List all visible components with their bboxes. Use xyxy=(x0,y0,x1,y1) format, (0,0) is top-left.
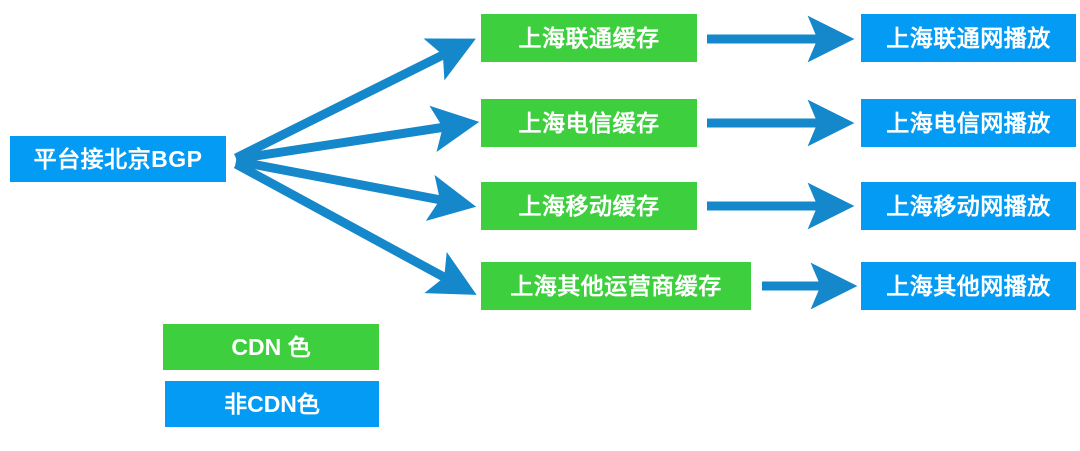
play-node-shanghai-unicom[interactable]: 上海联通网播放 xyxy=(861,14,1076,62)
cache-node-shanghai-mobile[interactable]: 上海移动缓存 xyxy=(481,182,697,230)
play-node-shanghai-other[interactable]: 上海其他网播放 xyxy=(861,262,1076,310)
cache-node-shanghai-telecom[interactable]: 上海电信缓存 xyxy=(481,99,697,147)
legend-item-non-cdn: 非CDN色 xyxy=(165,381,379,427)
cache-node-shanghai-other-isp[interactable]: 上海其他运营商缓存 xyxy=(481,262,751,310)
legend-item-cdn: CDN 色 xyxy=(163,324,379,370)
fanout-arrows xyxy=(233,38,480,295)
cache-node-shanghai-unicom[interactable]: 上海联通缓存 xyxy=(481,14,697,62)
fanout-arrow-1 xyxy=(233,38,476,163)
horizontal-arrows xyxy=(707,15,858,310)
fanout-arrow-4 xyxy=(233,160,477,295)
fanout-arrow-3 xyxy=(235,156,477,221)
play-node-shanghai-telecom[interactable]: 上海电信网播放 xyxy=(861,99,1076,147)
fanout-arrow-2 xyxy=(235,105,480,164)
play-node-shanghai-mobile[interactable]: 上海移动网播放 xyxy=(861,182,1076,230)
source-node-platform-beijing-bgp[interactable]: 平台接北京BGP xyxy=(10,136,226,182)
